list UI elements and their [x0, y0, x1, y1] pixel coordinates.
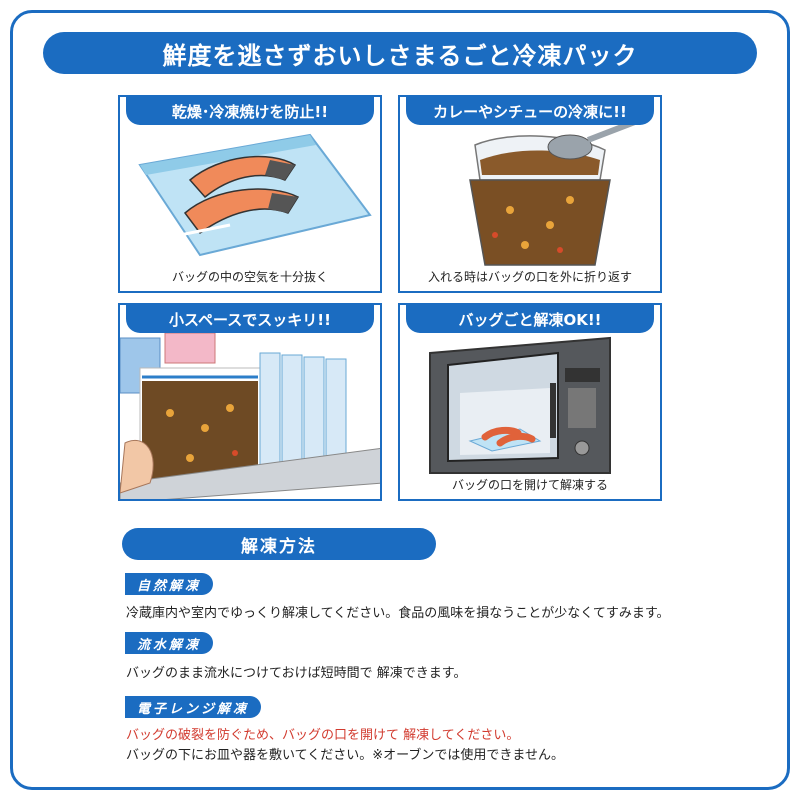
method-desc-natural: 冷蔵庫内や室内でゆっくり解凍してください。食品の風味を損なうことが少なくてすみま…: [126, 606, 670, 621]
microwave-illustration: [429, 336, 611, 474]
method-warning-microwave: バッグの破裂を防ぐため、バッグの口を開けて 解凍してください。: [126, 728, 520, 743]
panel-curry-freezing: カレーやシチューの冷凍に!! 入れる時はバッグの口を外に折り返す: [398, 95, 662, 293]
method-tag-microwave: 電子レンジ解凍: [125, 696, 262, 718]
method-tag-running-water: 流水解凍: [125, 632, 214, 654]
panel-title: 乾燥･冷凍焼けを防止!!: [126, 97, 374, 125]
method-desc-running-water: バッグのまま流水につけておけば短時間で 解凍できます。: [126, 666, 467, 681]
section-title-thawing: 解凍方法: [122, 528, 436, 560]
curry-bag-illustration: [469, 125, 636, 266]
panel-title: カレーやシチューの冷凍に!!: [406, 97, 654, 125]
panel-caption: 入れる時はバッグの口を外に折り返す: [427, 270, 632, 284]
method-tag-natural: 自然解凍: [125, 573, 214, 595]
salmon-bag-illustration: [138, 133, 372, 257]
freezer-storage-illustration: [120, 333, 380, 499]
page-title: 鮮度を逃さずおいしさまるごと冷凍パック: [43, 32, 757, 74]
panel-title: 小スペースでスッキリ!!: [126, 305, 374, 333]
panel-microwave-thawing: バッグごと解凍OK!! バッグの口を開けて解凍する: [398, 303, 662, 501]
method-desc-microwave: バッグの下にお皿や器を敷いてください。※オーブンでは使用できません。: [126, 748, 564, 763]
panel-caption: バッグの口を開けて解凍する: [451, 478, 608, 492]
panel-compact-storage: 小スペースでスッキリ!!: [118, 303, 382, 501]
panel-title: バッグごと解凍OK!!: [406, 305, 654, 333]
panel-prevent-freezer-burn: 乾燥･冷凍焼けを防止!! バッグの中の空気を十分抜く: [118, 95, 382, 293]
panel-caption: バッグの中の空気を十分抜く: [171, 270, 328, 284]
